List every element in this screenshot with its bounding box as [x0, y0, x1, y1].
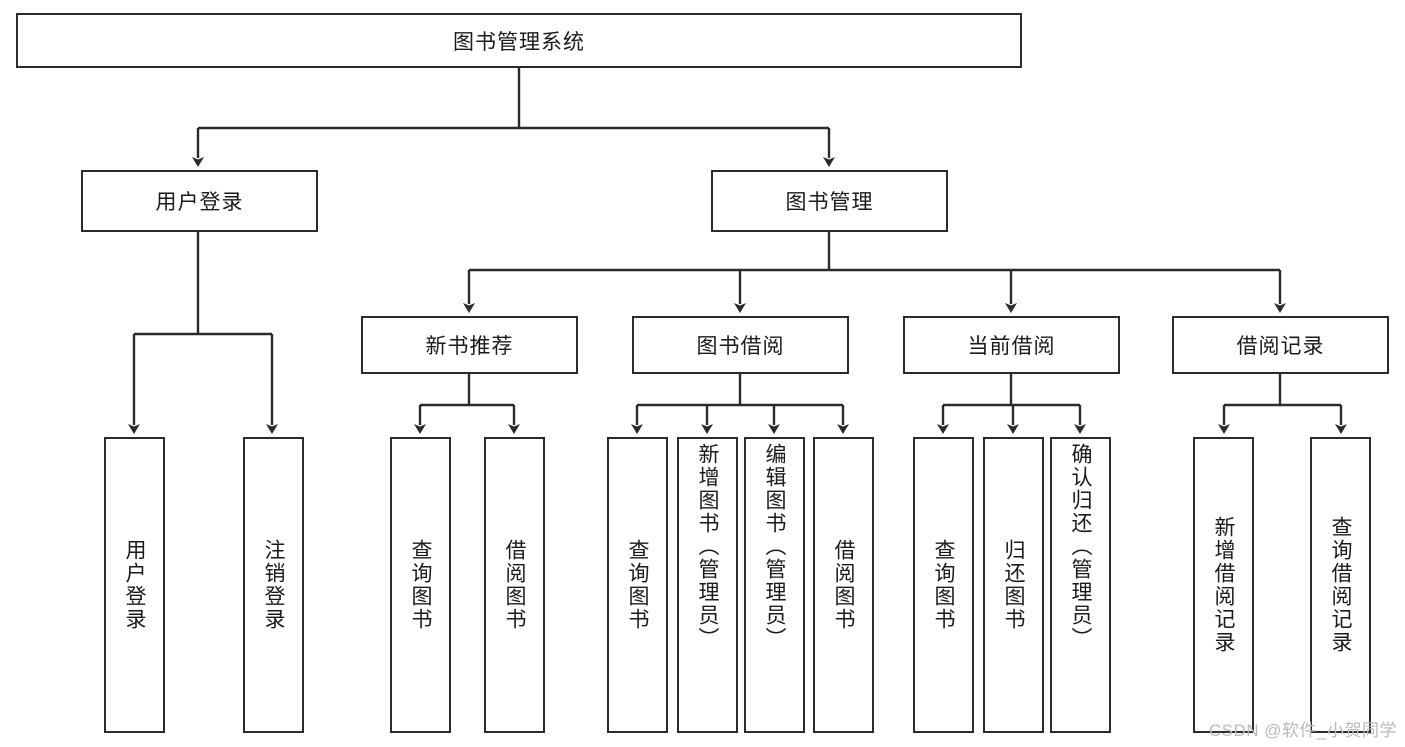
node-label: 图书借阅: [696, 335, 785, 358]
node-label: 查询图书: [932, 539, 955, 631]
node-root-book-management-system[interactable]: 图书管理系统: [16, 13, 1022, 68]
node-label: 当前借阅: [967, 335, 1056, 358]
leaf-book-borrow-edit-book-admin[interactable]: 编辑图书（管理员）: [744, 437, 805, 733]
leaf-current-borrow-return-book[interactable]: 归还图书: [983, 437, 1044, 733]
node-label: 借阅记录: [1236, 335, 1325, 358]
leaf-current-borrow-confirm-return-admin[interactable]: 确认归还（管理员）: [1050, 437, 1111, 733]
node-label: 注销登录: [262, 539, 285, 631]
node-label: 图书管理: [785, 191, 874, 214]
node-book-management[interactable]: 图书管理: [711, 170, 948, 232]
leaf-new-book-borrow-book[interactable]: 借阅图书: [484, 437, 545, 733]
node-label: 归还图书: [1002, 539, 1025, 631]
node-label: 用户登录: [155, 191, 244, 214]
node-label: 编辑图书（管理员）: [763, 443, 786, 650]
node-label: 用户登录: [123, 539, 146, 631]
leaf-new-book-query-book[interactable]: 查询图书: [390, 437, 451, 733]
node-book-borrow[interactable]: 图书借阅: [632, 316, 849, 374]
leaf-book-borrow-query-book[interactable]: 查询图书: [607, 437, 668, 733]
leaf-user-login-logout[interactable]: 注销登录: [243, 437, 304, 733]
node-new-book-recommend[interactable]: 新书推荐: [361, 316, 578, 374]
leaf-book-borrow-borrow-book[interactable]: 借阅图书: [813, 437, 874, 733]
leaf-book-borrow-add-book-admin[interactable]: 新增图书（管理员）: [677, 437, 738, 733]
leaf-borrow-record-query-record[interactable]: 查询借阅记录: [1310, 437, 1371, 733]
node-user-login[interactable]: 用户登录: [81, 170, 318, 232]
node-borrow-record[interactable]: 借阅记录: [1172, 316, 1389, 374]
node-label: 确认归还（管理员）: [1069, 443, 1092, 650]
node-label: 新增图书（管理员）: [696, 443, 719, 650]
node-label: 查询借阅记录: [1329, 516, 1352, 654]
node-label: 新书推荐: [425, 335, 514, 358]
watermark-text: CSDN @软件_小贺同学: [1208, 721, 1397, 740]
node-current-borrow[interactable]: 当前借阅: [903, 316, 1120, 374]
node-label: 图书管理系统: [453, 30, 585, 54]
leaf-current-borrow-query-book[interactable]: 查询图书: [913, 437, 974, 733]
node-label: 借阅图书: [832, 539, 855, 631]
node-label: 借阅图书: [503, 539, 526, 631]
leaf-borrow-record-add-record[interactable]: 新增借阅记录: [1193, 437, 1254, 733]
node-label: 查询图书: [409, 539, 432, 631]
node-label: 新增借阅记录: [1212, 516, 1235, 654]
leaf-user-login-login[interactable]: 用户登录: [104, 437, 165, 733]
node-label: 查询图书: [626, 539, 649, 631]
